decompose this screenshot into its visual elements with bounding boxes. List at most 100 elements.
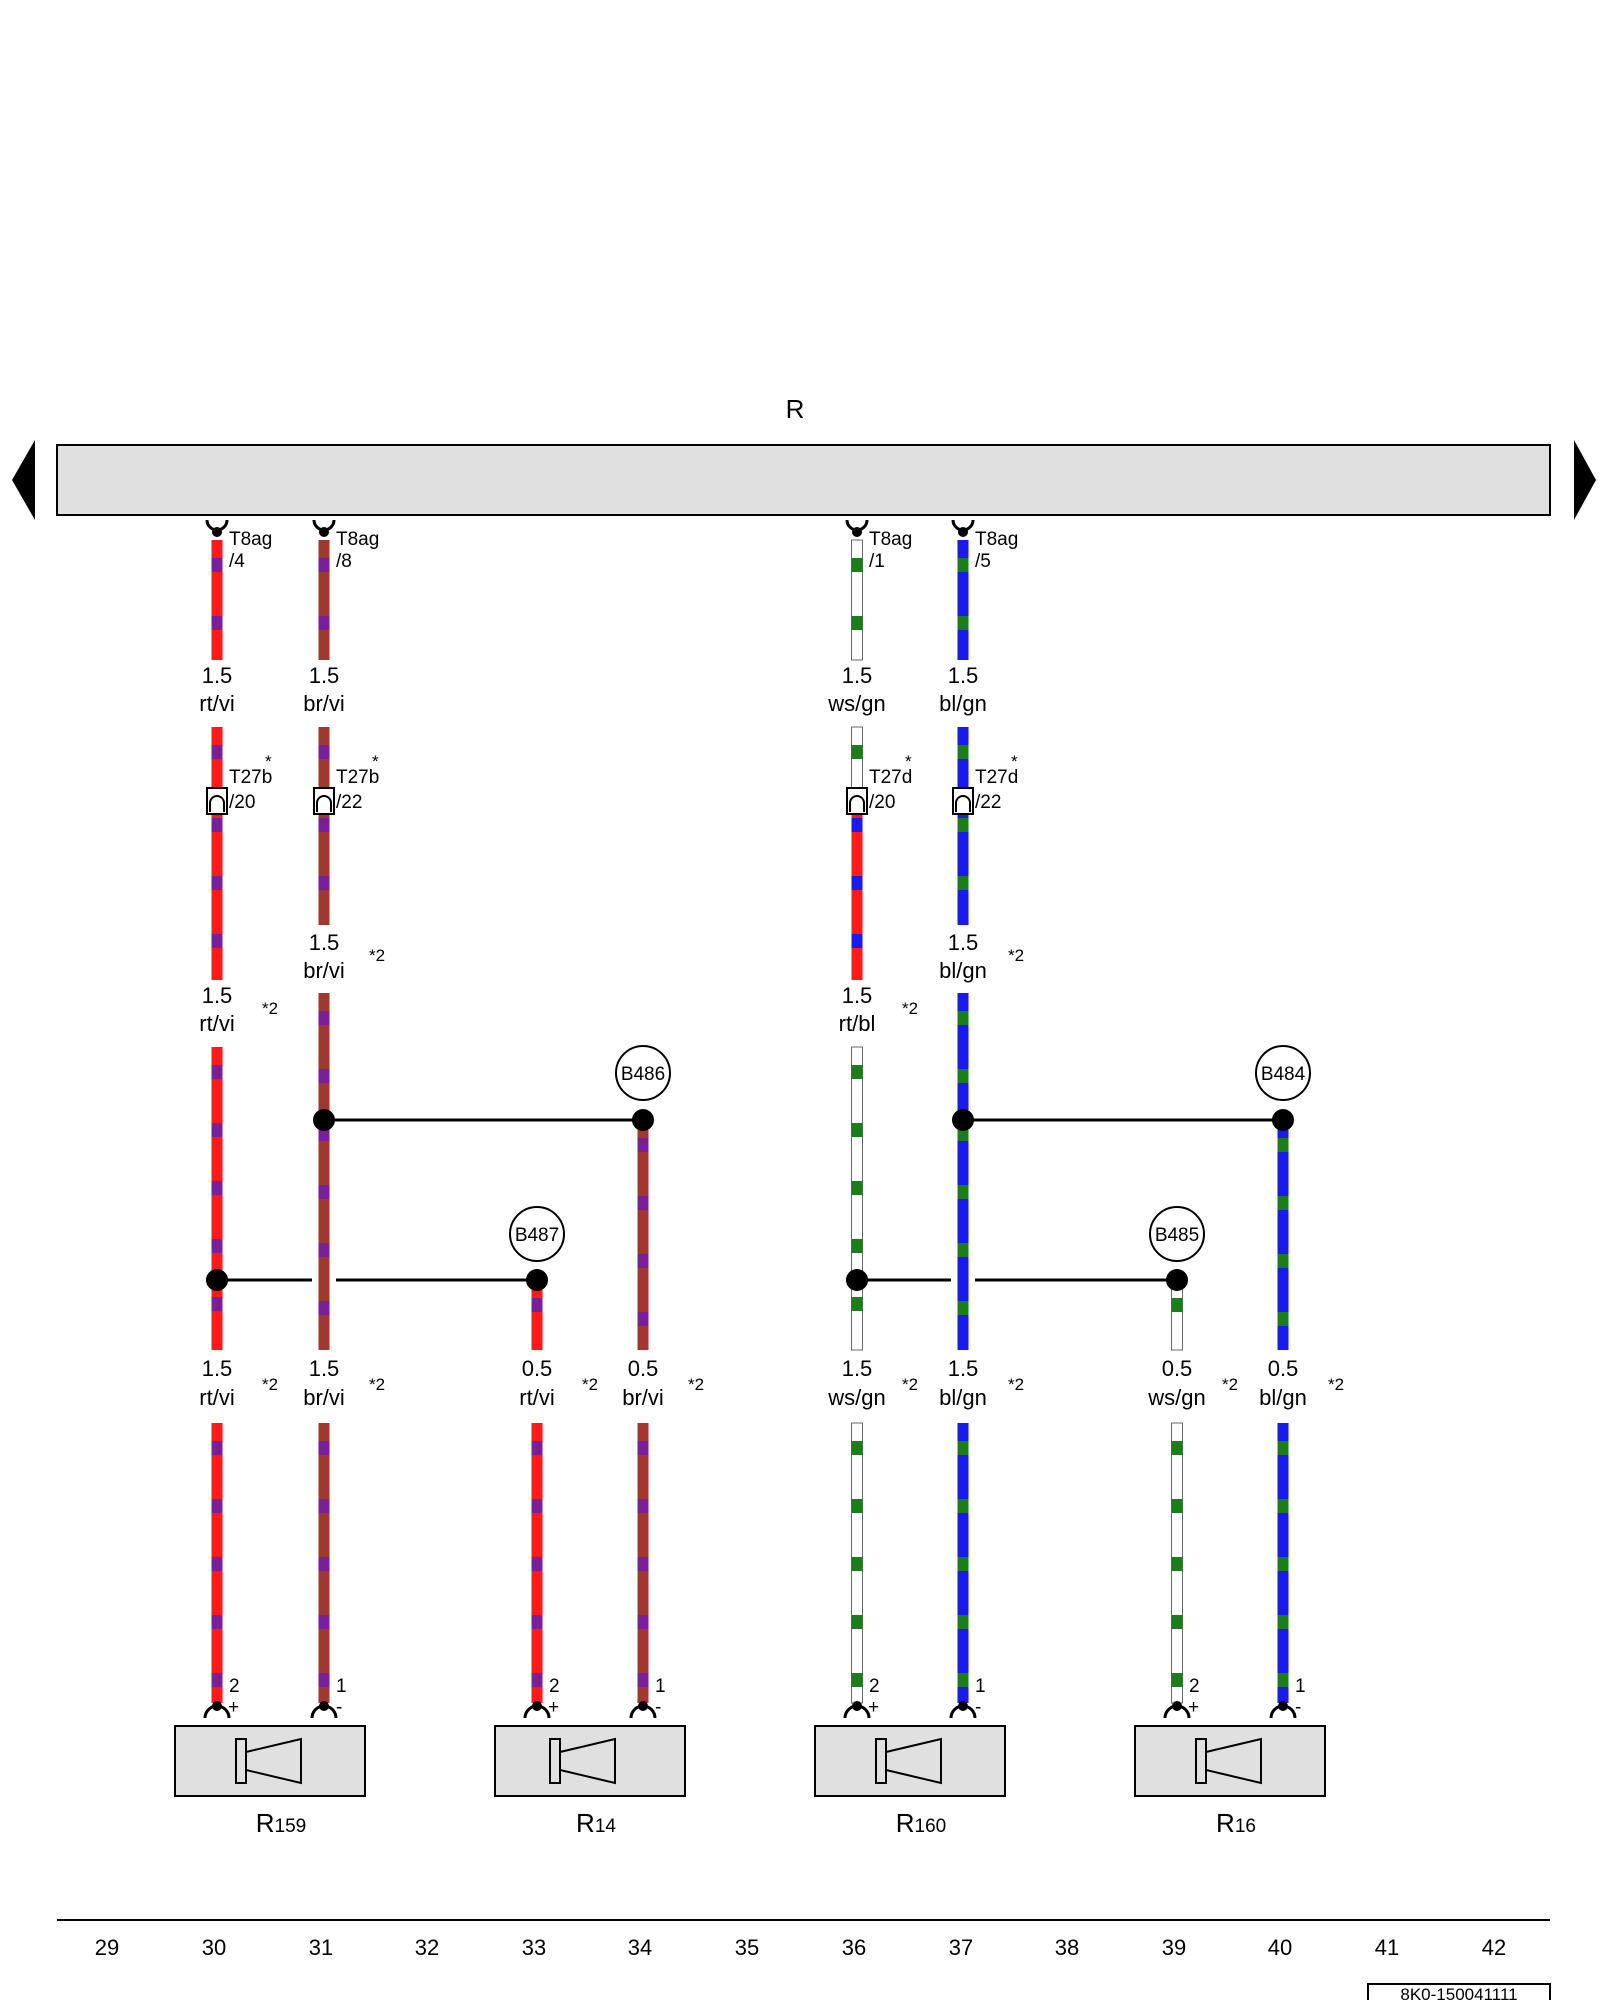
wire-stripe — [957, 1301, 969, 1315]
component-label-r160: R160 — [896, 1808, 946, 1838]
pin-name-w30: T8ag — [229, 529, 272, 550]
b40-bottom-pin: 1 — [1295, 1676, 1306, 1697]
wire-stripe — [851, 1557, 863, 1571]
w36-bottom-pin: 2 — [869, 1676, 880, 1697]
wire-stripe — [637, 1138, 649, 1152]
wire-stripe — [531, 1441, 543, 1455]
grid-number: 42 — [1482, 1935, 1506, 1960]
wire-base — [637, 1120, 649, 1350]
b40-wire-upper — [1277, 1120, 1289, 1350]
wire-stripe — [211, 1557, 223, 1571]
splice-label-b485: B485 — [1155, 1225, 1199, 1246]
grid-number: 41 — [1375, 1935, 1399, 1960]
b39-wire-bottom — [1171, 1422, 1183, 1704]
w31-seg2-color: br/vi — [303, 958, 345, 983]
w30-polarity: + — [228, 1697, 239, 1718]
junction-dot — [313, 1109, 335, 1131]
harness-bar — [56, 444, 1551, 516]
w30-wire-lower — [211, 1047, 223, 1350]
w30-seg2-note: *2 — [262, 999, 278, 1018]
speaker-r16[interactable] — [1134, 1725, 1326, 1797]
pin-num-w36: /1 — [869, 551, 885, 572]
wire-stripe — [851, 1123, 863, 1137]
grid-number: 30 — [202, 1935, 226, 1960]
wire-stripe — [851, 1499, 863, 1513]
wire-stripe — [318, 616, 330, 630]
wire-stripe — [637, 1196, 649, 1210]
speaker-icon — [549, 1737, 616, 1785]
grid-number: 29 — [95, 1935, 119, 1960]
speaker-icon — [235, 1737, 302, 1785]
wire-base — [211, 540, 223, 660]
wire-stripe — [1171, 1499, 1183, 1513]
grid-number: 34 — [628, 1935, 652, 1960]
b39-note: *2 — [1222, 1375, 1238, 1394]
wire-stripe — [637, 1557, 649, 1571]
w37-seg1-size: 1.5 — [948, 663, 979, 688]
conn-name-w36: T27d — [869, 767, 912, 788]
b33-note: *2 — [582, 1375, 598, 1394]
conn-name-w37: T27d — [975, 767, 1018, 788]
w37-wire-top — [957, 540, 969, 660]
w37-seg2-size: 1.5 — [948, 930, 979, 955]
wire-stripe — [318, 1301, 330, 1315]
conn-num-w31: /22 — [336, 792, 362, 813]
connector-w36 — [846, 787, 868, 815]
right-arrow-icon[interactable] — [1574, 440, 1596, 520]
wire-stripe — [851, 934, 863, 948]
wire-stripe — [851, 818, 863, 832]
wire-base — [1277, 1120, 1289, 1350]
w36-wire-lower — [851, 1046, 863, 1351]
wire-stripe — [637, 1499, 649, 1513]
document-id-box — [1367, 1983, 1551, 2000]
wire-base — [318, 800, 330, 925]
w30-seg3-color: rt/vi — [199, 1385, 234, 1410]
wire-stripe — [957, 1011, 969, 1025]
wire-stripe — [318, 1069, 330, 1083]
w30-wire-bottom — [211, 1423, 223, 1703]
wire-base — [211, 1047, 223, 1350]
wire-stripe — [318, 1011, 330, 1025]
junction-dot — [1272, 1109, 1294, 1131]
wire-stripe — [211, 745, 223, 759]
w36-wire-bottom — [851, 1422, 863, 1704]
wire-stripe — [851, 876, 863, 890]
wire-base — [318, 727, 330, 800]
left-arrow-icon[interactable] — [12, 440, 35, 520]
b40-polarity: - — [1295, 1697, 1301, 1718]
wire-stripe — [851, 616, 863, 630]
w37-seg3-size: 1.5 — [948, 1356, 979, 1381]
wire-stripe — [1277, 1138, 1289, 1152]
b39-bottom-pin: 2 — [1189, 1676, 1200, 1697]
w30-seg1-color: rt/vi — [199, 691, 234, 716]
speaker-r159[interactable] — [174, 1725, 366, 1797]
wire-base — [957, 727, 969, 800]
wire-stripe — [211, 1181, 223, 1195]
splice-label-b487: B487 — [515, 1225, 559, 1246]
component-label-r14: R14 — [576, 1808, 616, 1838]
w31-wire-upper — [318, 727, 330, 800]
wire-stripe — [851, 745, 863, 759]
conn-num-w30: /20 — [229, 792, 255, 813]
terminal-w37 — [949, 1701, 977, 1719]
wire-stripe — [211, 1499, 223, 1513]
wire-stripe — [1171, 1615, 1183, 1629]
grid-number: 32 — [415, 1935, 439, 1960]
speaker-r160[interactable] — [814, 1725, 1006, 1797]
w37-wire-mid — [957, 800, 969, 925]
wire-stripe — [957, 1441, 969, 1455]
w31-polarity: - — [336, 1697, 342, 1718]
pin-name-w31: T8ag — [336, 529, 379, 550]
b39-size: 0.5 — [1162, 1356, 1193, 1381]
w37-seg3-note: *2 — [1008, 1375, 1024, 1394]
conn-name-w30: T27b — [229, 767, 272, 788]
wire-base — [318, 993, 330, 1350]
w31-wire-bottom — [318, 1423, 330, 1703]
wire-stripe — [957, 876, 969, 890]
wire-stripe — [957, 1673, 969, 1687]
splice-label-b486: B486 — [621, 1064, 665, 1085]
w36-seg3-size: 1.5 — [842, 1356, 873, 1381]
wire-stripe — [211, 616, 223, 630]
wire-stripe — [211, 558, 223, 572]
speaker-r14[interactable] — [494, 1725, 686, 1797]
